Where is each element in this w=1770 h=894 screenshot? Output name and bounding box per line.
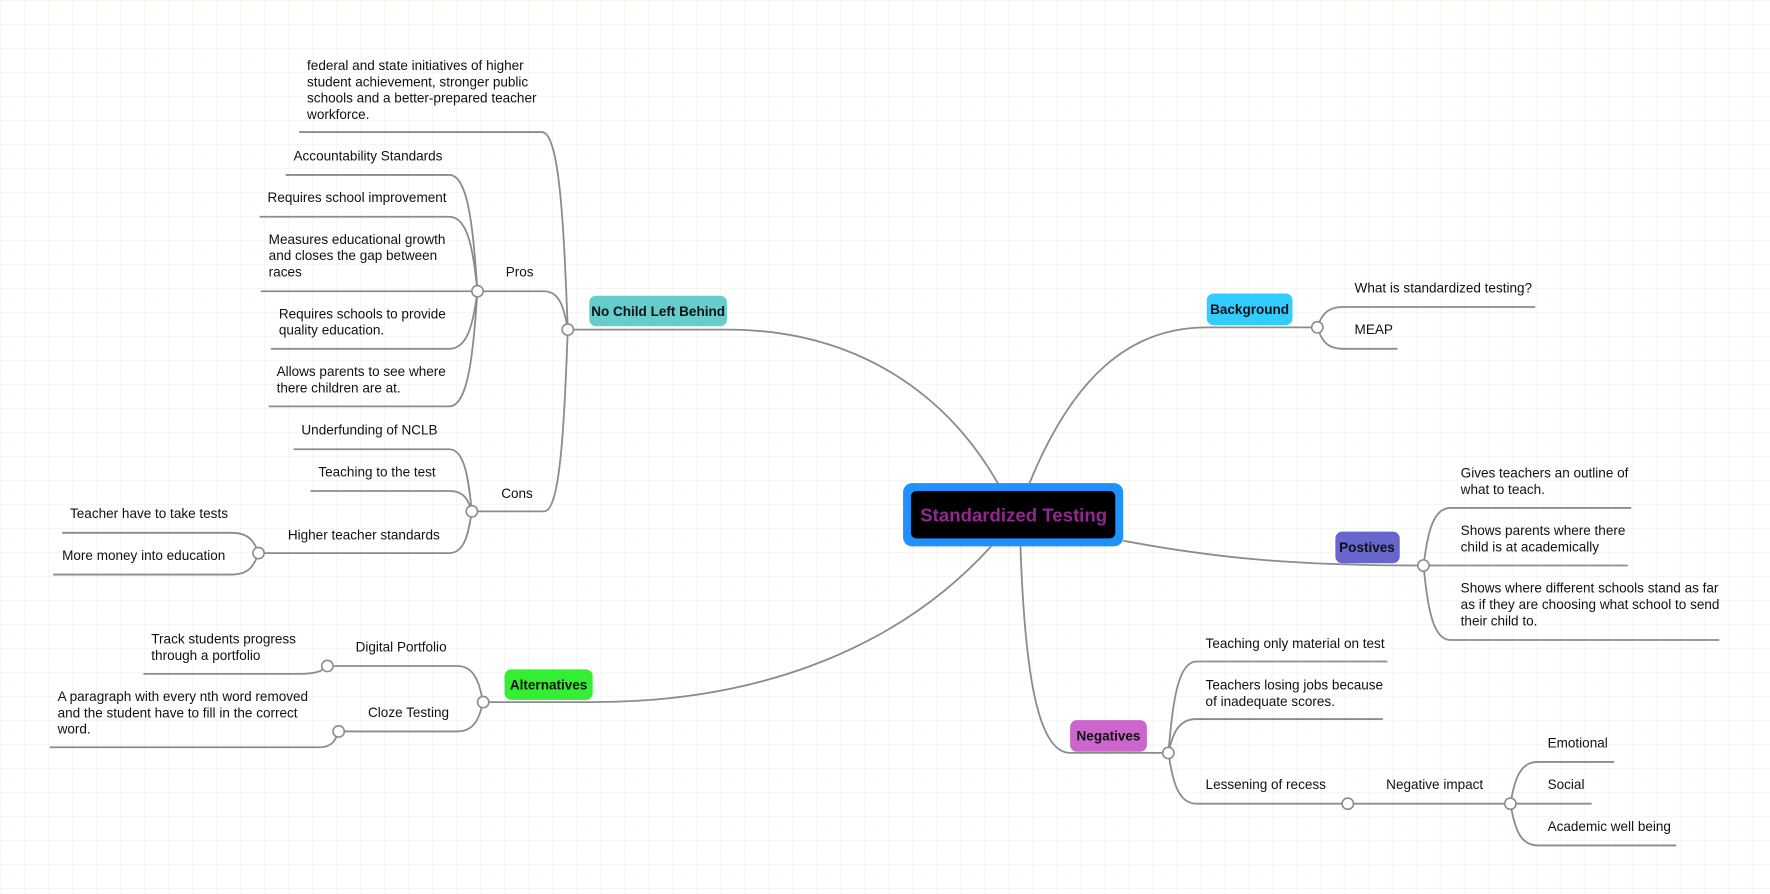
subtopic-pros[interactable]: Pros [506, 265, 534, 280]
pros-item[interactable]: Measures educational growth and closes t… [269, 232, 450, 280]
connector-line [1019, 546, 1169, 754]
impact-item[interactable]: Academic well being [1548, 819, 1671, 834]
topic-box [1070, 720, 1147, 752]
subtopic-digital-portfolio[interactable]: Digital Portfolio [356, 639, 447, 654]
subtopic-cloze-testing[interactable]: Cloze Testing [368, 705, 449, 720]
cons-item-higher-standards[interactable]: Higher teacher standards [288, 528, 440, 543]
collapse-toggle-handle[interactable] [252, 546, 265, 560]
connector-line [299, 131, 569, 330]
background-item[interactable]: MEAP [1355, 322, 1393, 337]
connector-line [1123, 539, 1424, 567]
collapse-toggle-handle[interactable] [561, 323, 575, 337]
collapse-toggle-handle[interactable] [1341, 797, 1355, 811]
branch-collapse-handles[interactable] [252, 284, 1517, 811]
collapse-toggle-handle[interactable] [1161, 746, 1175, 760]
pros-item[interactable]: Allows parents to see where there childr… [277, 364, 450, 395]
connector-line [259, 215, 479, 292]
pros-item[interactable]: Requires schools to provide quality educ… [279, 306, 450, 337]
negatives-item[interactable]: Teachers losing jobs because of inadequa… [1206, 678, 1387, 709]
pros-item[interactable]: Accountability Standards [294, 148, 443, 163]
positives-item[interactable]: Shows parents where there child is at ac… [1461, 523, 1630, 554]
connector-line [285, 174, 479, 292]
connector-line [258, 511, 473, 555]
cons-item[interactable]: Underfunding of NCLB [301, 423, 437, 438]
positives-item[interactable]: Gives teachers an outline of what to tea… [1460, 465, 1633, 496]
connector-line [293, 448, 473, 512]
topic-label: Alternatives [510, 678, 587, 693]
connector-line [1422, 565, 1720, 641]
topic-box [1335, 531, 1400, 564]
topic-label: No Child Left Behind [591, 304, 725, 319]
negatives-item[interactable]: Teaching only material on test [1206, 636, 1385, 651]
higher-standards-item[interactable]: More money into education [62, 548, 225, 563]
topic-label: Postives [1339, 540, 1395, 555]
topic-negatives[interactable]: Negatives [1070, 720, 1147, 752]
negatives-item-recess[interactable]: Lessening of recess [1206, 777, 1327, 792]
positives-item[interactable]: Shows where different schools stand as f… [1461, 581, 1724, 629]
connector-line [1509, 803, 1677, 847]
higher-standards-item[interactable]: Teacher have to take tests [70, 506, 228, 521]
connector-lines [49, 131, 1720, 847]
subtopic-cons[interactable]: Cons [501, 486, 533, 501]
collapse-toggle-handle[interactable] [476, 695, 490, 709]
topic-label: Negatives [1077, 728, 1141, 743]
connector-line [483, 545, 992, 704]
connector-line [567, 328, 1000, 486]
topic-positives[interactable]: Postives [1335, 531, 1400, 564]
topic-box [1206, 293, 1293, 326]
central-topic-fill [910, 491, 1116, 539]
collapse-toggle-handle[interactable] [1416, 559, 1430, 572]
topic-box [504, 669, 593, 700]
topic-background[interactable]: Background [1206, 293, 1293, 326]
digital-portfolio-detail[interactable]: Track students progress through a portfo… [151, 631, 299, 662]
connector-line [1422, 507, 1632, 566]
collapse-toggle-handle[interactable] [465, 504, 479, 518]
nclb-intro[interactable]: federal and state initiatives of higher … [306, 58, 540, 122]
connector-line [1167, 660, 1388, 753]
topic-alternatives[interactable]: Alternatives [504, 669, 593, 700]
connector-line [1167, 752, 1511, 805]
impact-item[interactable]: Social [1548, 777, 1585, 792]
topic-label: Background [1210, 302, 1289, 317]
collapse-toggle-handle[interactable] [332, 725, 346, 738]
background-item[interactable]: What is standardized testing? [1355, 280, 1533, 295]
topic-no-child-left-behind[interactable]: No Child Left Behind [589, 295, 727, 327]
collapse-toggle-handle[interactable] [320, 659, 334, 673]
collapse-toggle-handle[interactable] [471, 284, 484, 298]
connector-line [1509, 761, 1615, 804]
central-topic-label: Standardized Testing [920, 505, 1107, 526]
connector-line [477, 329, 569, 513]
central-topic[interactable]: Standardized Testing [903, 483, 1124, 547]
collapse-toggle-handle[interactable] [1310, 320, 1324, 334]
topic-box [589, 295, 727, 327]
connector-line [1028, 326, 1318, 484]
cloze-testing-detail[interactable]: A paragraph with every nth word removed … [57, 689, 312, 737]
cons-item[interactable]: Teaching to the test [318, 464, 436, 479]
connector-line [268, 291, 479, 408]
pros-item[interactable]: Requires school improvement [268, 190, 447, 205]
negative-impact[interactable]: Negative impact [1386, 777, 1483, 792]
collapse-toggle-handle[interactable] [1503, 797, 1517, 811]
impact-item[interactable]: Emotional [1548, 735, 1608, 750]
